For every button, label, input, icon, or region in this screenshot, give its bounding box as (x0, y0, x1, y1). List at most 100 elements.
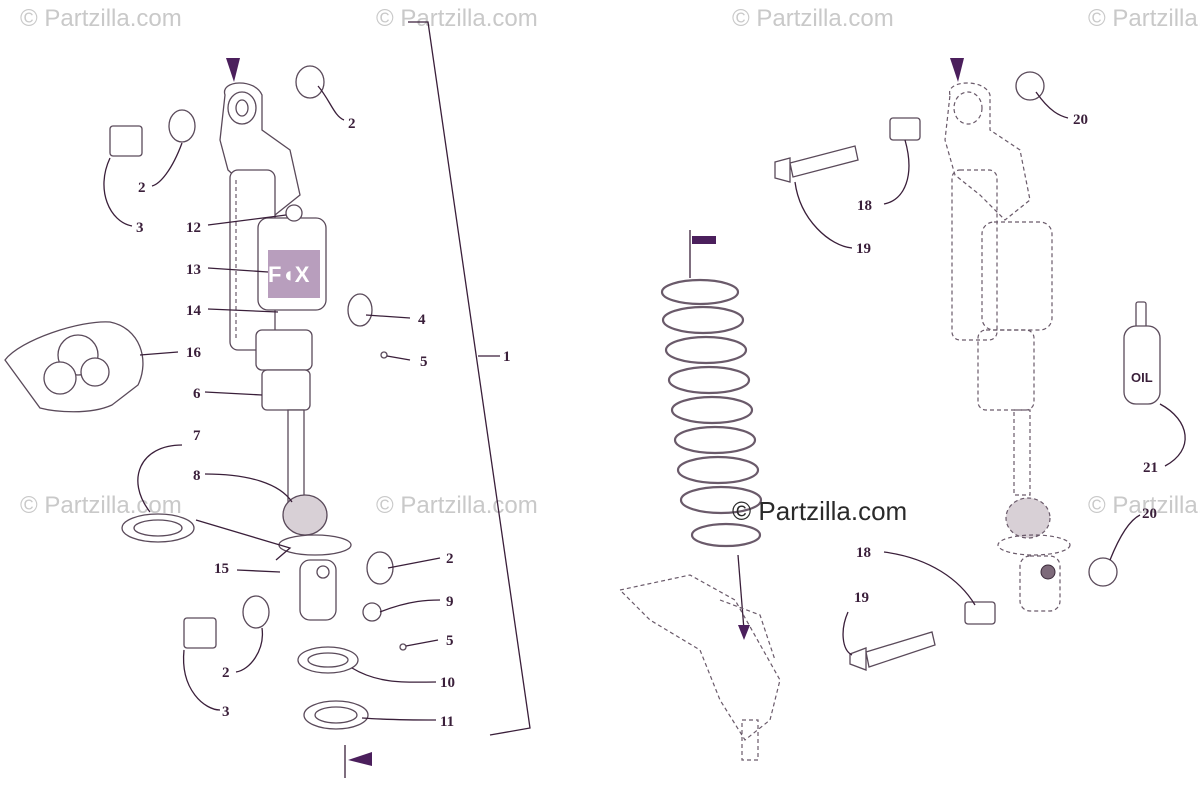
a-arm-stem (741, 719, 759, 761)
leader-line (387, 557, 441, 569)
lower-fitting (316, 565, 330, 579)
leader-line (317, 85, 345, 121)
leader-line (842, 611, 853, 656)
spacer (183, 617, 217, 649)
watermark-group: © Partzilla.com © Partzilla.com © Partzi… (20, 5, 1200, 519)
decal-circle (43, 361, 77, 395)
leader-line (195, 519, 292, 561)
leader-line (386, 355, 411, 361)
adjuster-nut (362, 602, 382, 622)
callout-21: 21 (1143, 460, 1158, 476)
leader-line (794, 181, 853, 249)
screw (399, 643, 407, 651)
a-arm-outline (618, 574, 781, 741)
leader-line (207, 308, 279, 313)
watermark: © Partzilla.com (732, 496, 907, 526)
callout-16: 16 (186, 345, 202, 361)
arrow-marker (226, 58, 240, 82)
spring-coil (661, 305, 745, 335)
a-arm-bracket (719, 599, 776, 661)
bottle-body (1123, 325, 1161, 405)
spring-coil (673, 425, 757, 455)
piston-shaft (287, 409, 305, 503)
callout-9: 9 (446, 594, 454, 610)
leader-line (883, 551, 976, 606)
ghost-upper-eye (953, 91, 983, 125)
leader-line (204, 473, 293, 503)
spring-coil (667, 365, 751, 395)
adjuster-knob (347, 293, 373, 327)
leader-line (1159, 403, 1186, 467)
spring-seat (278, 534, 352, 556)
callout-19: 19 (856, 241, 871, 257)
spring-coil (676, 455, 760, 485)
callout-18: 18 (856, 545, 871, 561)
arrow-marker (348, 752, 372, 766)
leader-lines (103, 85, 1186, 721)
arrow-marker (950, 58, 964, 82)
watermark: © Partzilla.com (732, 5, 894, 32)
oil-bottle: OIL (1123, 301, 1161, 405)
right-shock-assembly: OIL (774, 58, 1161, 671)
callout-3: 3 (222, 704, 230, 720)
ghost-body-cylinder (951, 169, 998, 341)
callout-5: 5 (446, 633, 454, 649)
watermark: © Partzilla.com (20, 5, 182, 32)
callout-11: 11 (440, 714, 454, 730)
callout-2: 2 (348, 116, 356, 132)
bump-stop (282, 494, 328, 536)
sleeve (889, 117, 921, 141)
leader-line (405, 639, 439, 647)
ghost-adjuster-nut (1040, 564, 1056, 580)
retaining-clip-inner (133, 519, 183, 537)
leader-line (235, 627, 263, 673)
spacer (109, 125, 143, 157)
bolt (774, 145, 859, 183)
decal-circle (80, 357, 110, 387)
watermark: © Partzilla.com (376, 5, 538, 32)
fox-logo-mark: F◖X (268, 262, 310, 287)
ghost-shaft (1013, 409, 1031, 496)
callout-12: 12 (186, 220, 201, 236)
ghost-lower-body (977, 329, 1035, 411)
arrow-marker (692, 236, 716, 244)
flange-nut (1015, 71, 1045, 101)
lock-ring-inner (307, 652, 349, 668)
callout-15: 15 (214, 561, 229, 577)
lock-nut-inner (314, 706, 358, 724)
bushing (168, 109, 196, 143)
spring-coil (664, 335, 748, 365)
callout-10: 10 (440, 675, 455, 691)
ghost-reservoir (981, 221, 1053, 331)
arrow-stem (737, 554, 745, 631)
leader-line (137, 444, 183, 513)
watermark: © Partzilla.com (1088, 492, 1200, 519)
bumper-cup (261, 369, 311, 411)
callout-5: 5 (420, 354, 428, 370)
lower-body (255, 329, 313, 371)
callout-19: 19 (854, 590, 869, 606)
left-shock-assembly: F◖X (4, 21, 531, 778)
callout-labels: 1 2 2 3 12 13 14 4 5 16 6 7 8 15 2 9 5 1… (136, 112, 1158, 730)
watermark: © Partzilla.com (376, 492, 538, 519)
leader-line (365, 314, 411, 319)
leader-line (103, 157, 133, 227)
spring-assembly: © Partzilla.com (618, 230, 907, 761)
leader-line (361, 717, 437, 721)
ghost-bump-stop (1005, 497, 1051, 539)
callout-20: 20 (1073, 112, 1088, 128)
leader-line (1035, 91, 1069, 119)
arrow-marker (738, 625, 750, 640)
callout-2: 2 (138, 180, 146, 196)
bushing (366, 551, 394, 585)
callout-2: 2 (222, 665, 230, 681)
flange-nut (1088, 557, 1118, 587)
bottle-nozzle (1135, 301, 1147, 329)
upper-eye-bore (235, 99, 249, 117)
spring-coil (679, 485, 763, 515)
screw (380, 351, 388, 359)
ghost-top-body (944, 82, 1031, 221)
callout-18: 18 (857, 198, 872, 214)
leader-line (139, 351, 179, 356)
callout-6: 6 (193, 386, 201, 402)
